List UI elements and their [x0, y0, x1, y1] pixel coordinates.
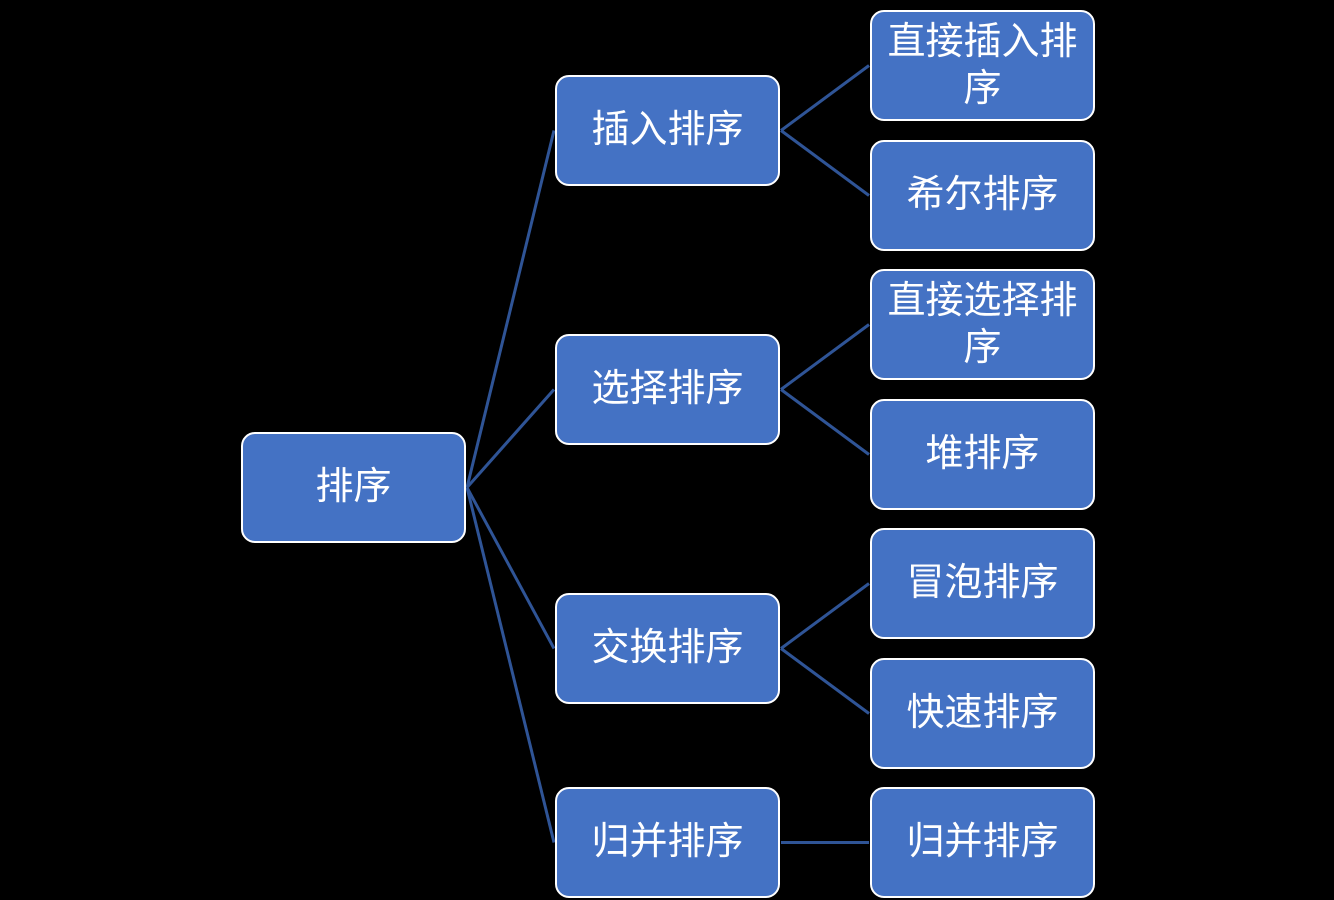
connector-root-to-merge — [465, 487, 556, 843]
node-label: 选择排序 — [591, 368, 744, 411]
connector-root-to-selection — [465, 388, 556, 489]
node-merge-leaf: 归并排序 — [870, 787, 1095, 898]
node-root: 排序 — [241, 432, 466, 543]
node-quick: 快速排序 — [870, 658, 1095, 769]
node-direct-selection: 直接选择排序 — [870, 269, 1095, 380]
node-label: 归并排序 — [591, 821, 744, 864]
node-bubble: 冒泡排序 — [870, 528, 1095, 639]
node-exchange: 交换排序 — [555, 593, 780, 704]
connector-root-to-exchange — [465, 486, 556, 650]
node-label: 冒泡排序 — [906, 562, 1059, 605]
node-direct-insertion: 直接插入排序 — [870, 10, 1095, 121]
node-label: 插入排序 — [591, 109, 744, 152]
node-selection: 选择排序 — [555, 334, 780, 445]
node-insertion: 插入排序 — [555, 75, 780, 186]
node-label: 堆排序 — [925, 433, 1040, 476]
node-label: 直接选择排序 — [887, 280, 1078, 369]
connector-insertion-to-direct-insertion — [780, 64, 870, 132]
connector-exchange-to-bubble — [780, 582, 870, 650]
connector-exchange-to-quick — [780, 647, 870, 715]
node-label: 直接插入排序 — [887, 21, 1078, 110]
node-heap: 堆排序 — [870, 399, 1095, 510]
node-label: 归并排序 — [906, 821, 1059, 864]
node-shell: 希尔排序 — [870, 140, 1095, 251]
connector-selection-to-heap — [780, 388, 870, 456]
node-label: 快速排序 — [906, 692, 1059, 735]
node-label: 希尔排序 — [906, 174, 1059, 217]
node-label: 排序 — [315, 466, 392, 509]
node-label: 交换排序 — [591, 627, 744, 670]
node-merge: 归并排序 — [555, 787, 780, 898]
connector-root-to-insertion — [465, 130, 556, 488]
connector-selection-to-direct-selection — [780, 323, 870, 391]
connector-insertion-to-shell — [780, 129, 870, 197]
